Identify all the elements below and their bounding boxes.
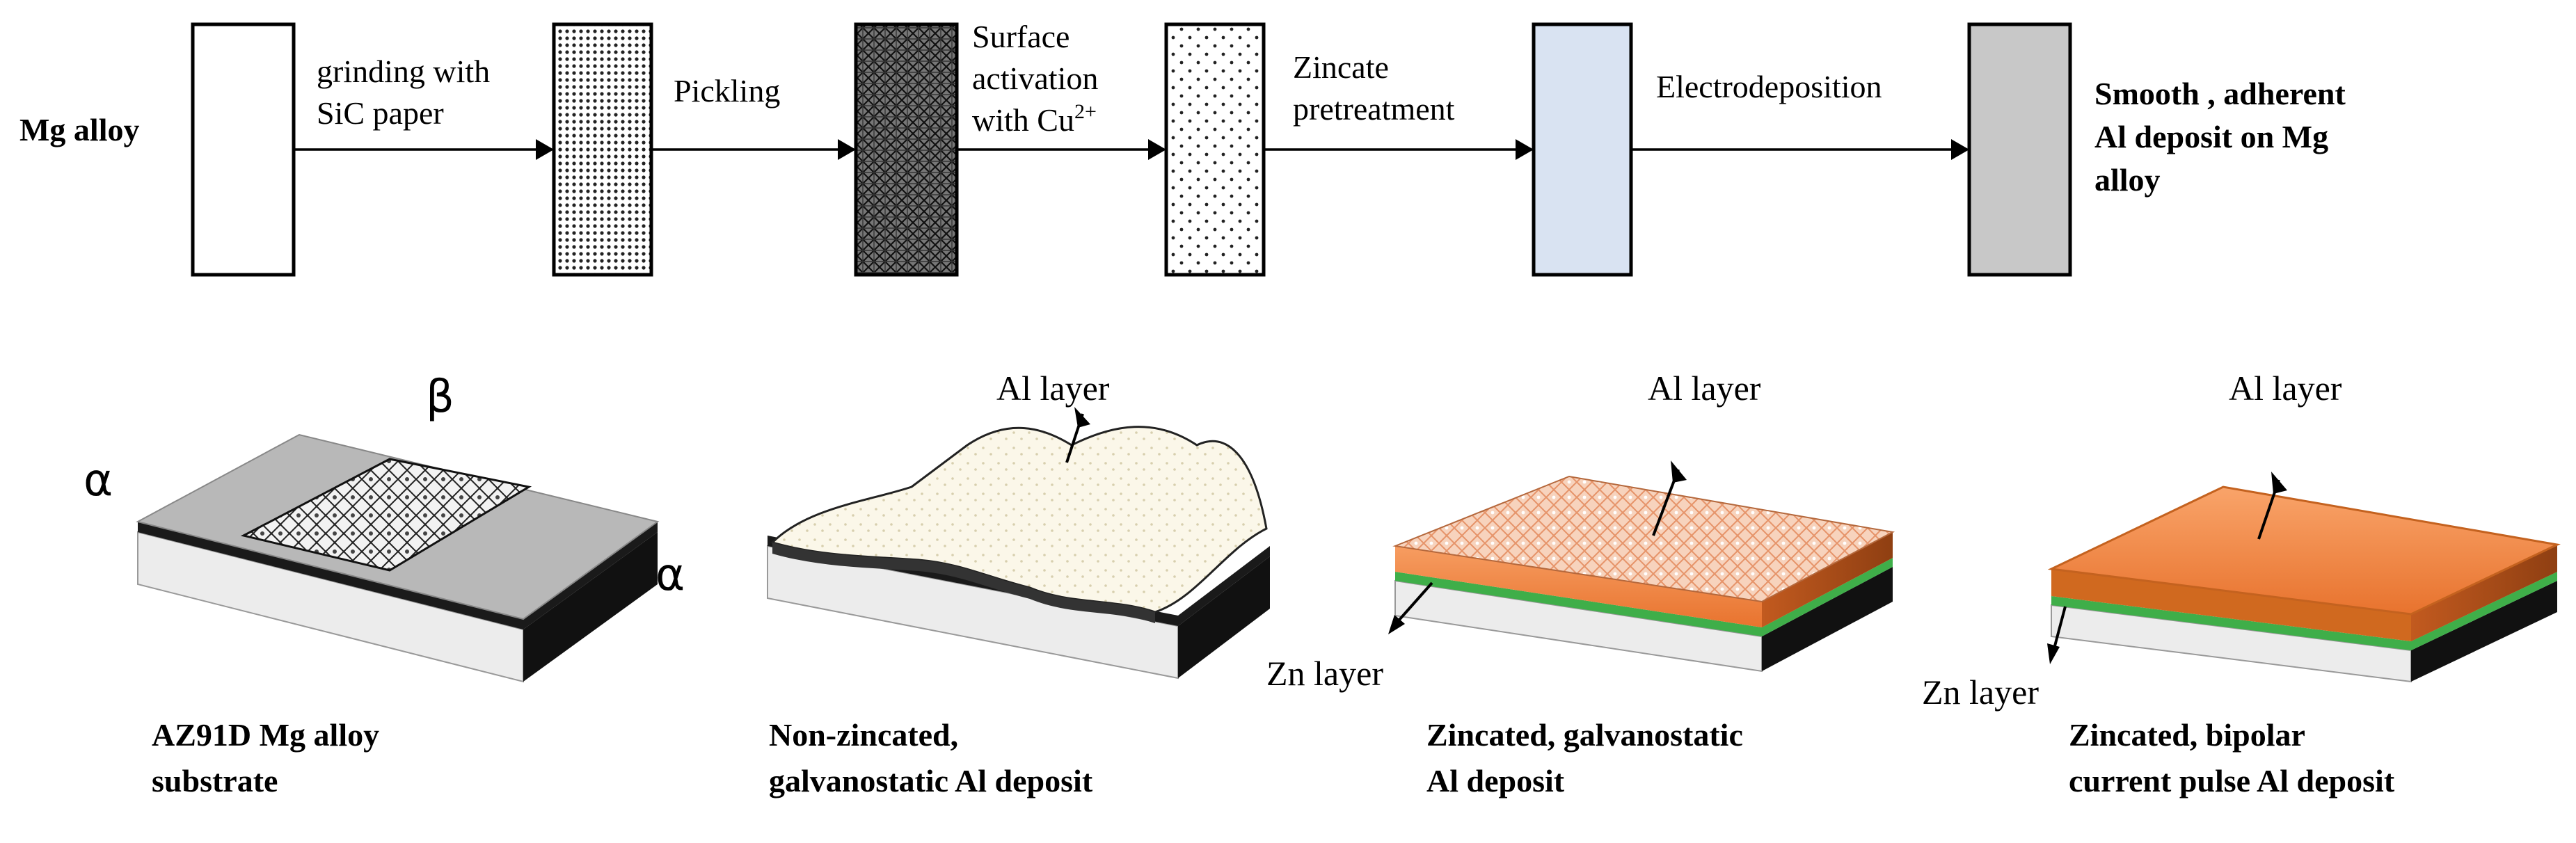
- caption-1-line-1: AZ91D Mg alloy: [152, 717, 379, 753]
- end-label-line-2: Al deposit on Mg: [2094, 119, 2328, 154]
- arrowhead-3: [1148, 139, 1166, 160]
- caption-3-line-2: Al deposit: [1426, 763, 1565, 798]
- step-3-line-3-prefix: with Cu: [972, 102, 1074, 138]
- caption-4-line-1: Zincated, bipolar: [2069, 717, 2305, 753]
- start-label: Mg alloy: [19, 112, 139, 147]
- arrowhead-5: [1951, 139, 1969, 160]
- al-layer-label-2: Al layer: [996, 369, 1110, 408]
- alpha-left-label: α: [84, 455, 113, 506]
- sample-zincated-galvanostatic: Al layer Zn layer: [1266, 369, 1895, 693]
- al-layer-label-4: Al layer: [2229, 369, 2342, 408]
- al-layer-label-3: Al layer: [1648, 369, 1761, 408]
- end-label-line-1: Smooth , adherent: [2094, 76, 2346, 111]
- step-3-line-3: with Cu2+: [972, 100, 1097, 138]
- step-1-line-2: SiC paper: [317, 95, 444, 131]
- step-5-line-1: Electrodeposition: [1656, 69, 1882, 104]
- alpha-right-label: α: [655, 549, 685, 601]
- caption-1-line-2: substrate: [152, 763, 278, 798]
- caption-2-line-2: galvanostatic Al deposit: [769, 763, 1093, 798]
- box-ground: [552, 22, 653, 277]
- sample-non-zincated: Al layer: [767, 369, 1270, 680]
- arrowhead-2: [838, 139, 856, 160]
- step-3-line-3-sup: 2+: [1074, 100, 1097, 123]
- step-3-line-1: Surface: [972, 19, 1070, 54]
- box-zincated: [1532, 22, 1633, 277]
- end-label-line-3: alloy: [2094, 162, 2161, 198]
- arrowhead-1: [536, 139, 554, 160]
- step-4-line-2: pretreatment: [1293, 91, 1455, 127]
- caption-4-line-2: current pulse Al deposit: [2069, 763, 2395, 798]
- box-final: [1967, 22, 2072, 277]
- caption-2-line-1: Non-zincated,: [769, 717, 958, 753]
- arrowhead-4: [1516, 139, 1534, 160]
- sample-substrate: α β α: [84, 371, 685, 683]
- box-activated: [1164, 22, 1266, 277]
- caption-3-line-1: Zincated, galvanostatic: [1426, 717, 1743, 753]
- beta-label: β: [426, 371, 454, 423]
- step-2-line-1: Pickling: [674, 73, 780, 109]
- sample-zincated-bipolar: Al layer Zn layer: [1922, 369, 2561, 712]
- zn-layer-label-3: Zn layer: [1266, 654, 1383, 693]
- flow-start: Mg alloy: [19, 112, 139, 147]
- box-mg-alloy: [191, 22, 296, 277]
- step-3-line-2: activation: [972, 61, 1098, 96]
- box-pickled: [854, 22, 959, 277]
- step-1-line-1: grinding with: [317, 54, 490, 89]
- zn-layer-label-4: Zn layer: [1922, 673, 2039, 712]
- step-4-line-1: Zincate: [1293, 49, 1389, 85]
